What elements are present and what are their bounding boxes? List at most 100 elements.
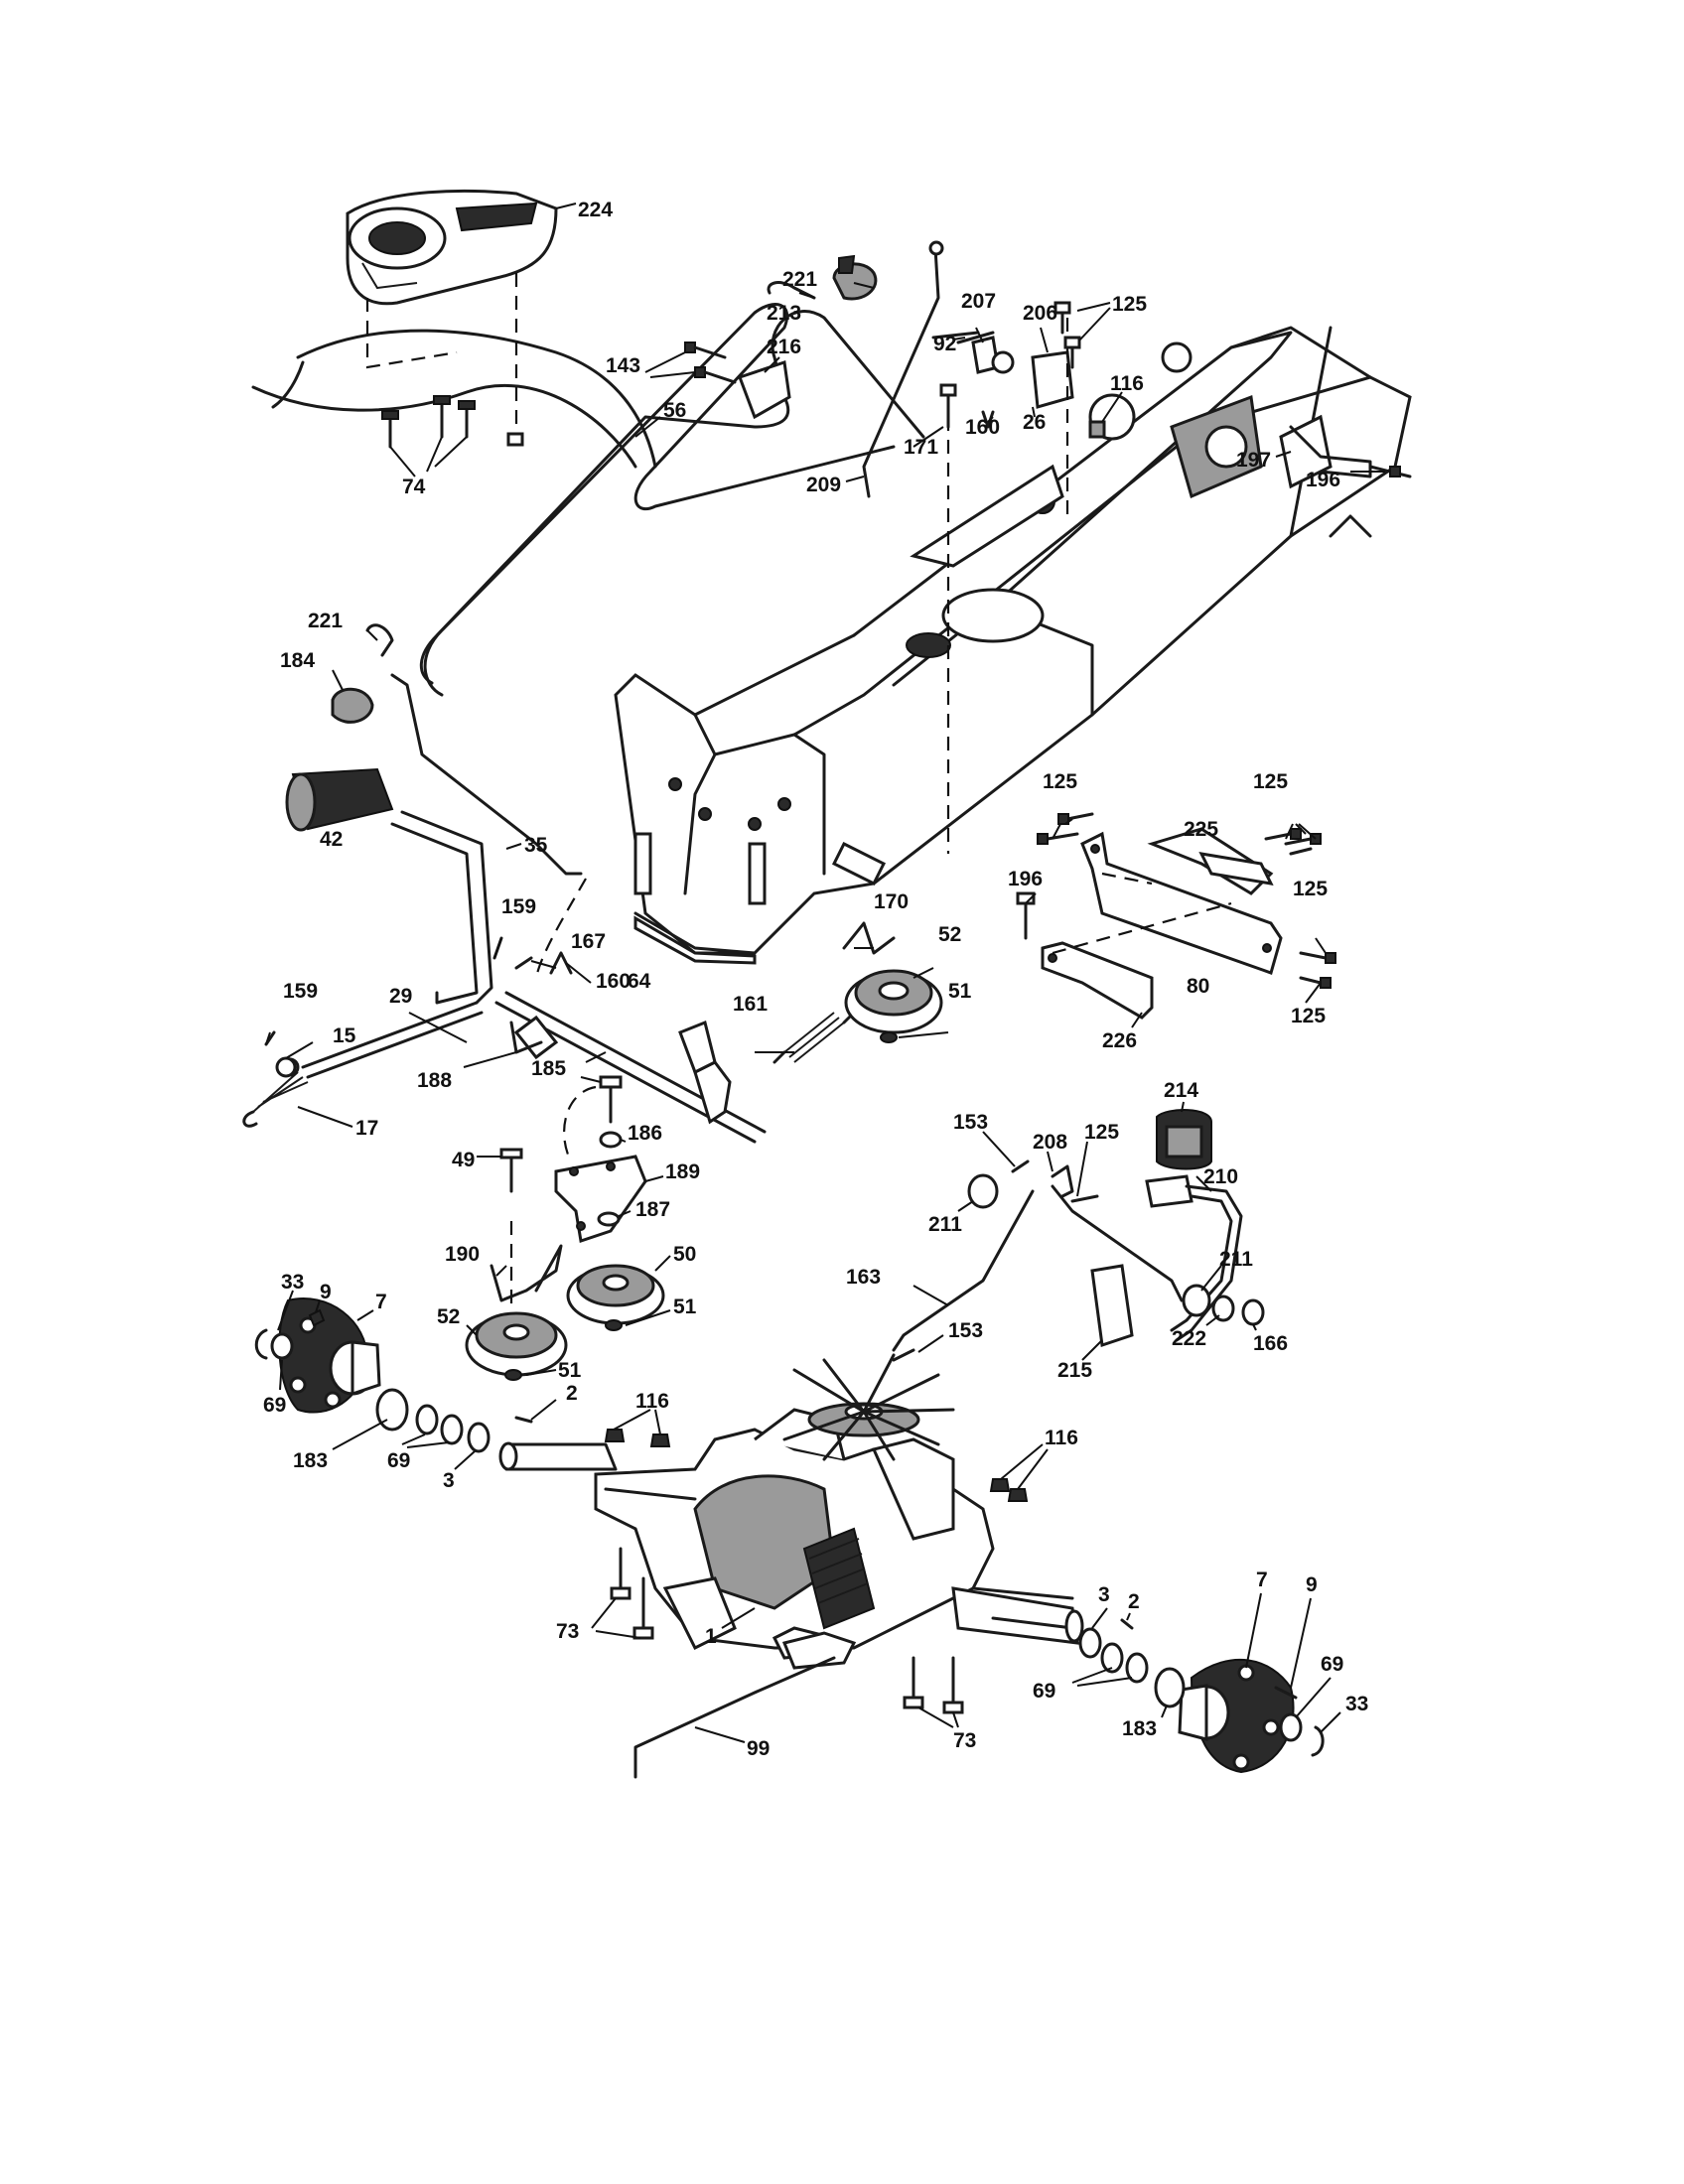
label-211-left: 211 [928,1213,962,1236]
bolt-92 [931,331,980,340]
bushing-186 [599,1131,623,1149]
label-221-top: 221 [782,268,817,291]
label-116-right: 116 [1045,1427,1078,1449]
shaft-64 [494,991,767,1144]
bracket-80 [1080,831,1283,975]
bracket-207 [956,331,1074,429]
label-69-left: 69 [263,1394,286,1417]
washer-3-right [1078,1627,1102,1659]
label-17: 17 [355,1117,378,1140]
label-206: 206 [1023,302,1057,325]
bracket-226 [1041,941,1154,1020]
label-187: 187 [635,1198,670,1221]
label-99: 99 [747,1737,770,1760]
label-64: 64 [628,970,651,993]
clip-221-top [767,281,816,300]
label-160-left: 160 [596,970,631,993]
lever-197 [1289,425,1412,478]
bracket-225 [1147,827,1274,895]
label-9-left: 9 [320,1281,332,1303]
bolt-9-right [1274,1686,1298,1700]
pin-167 [514,956,533,970]
label-2-right: 2 [1128,1590,1140,1613]
pedal-pad-214 [1156,1109,1212,1170]
washer-69-d [1125,1652,1149,1684]
bolt-196-right [1016,891,1036,940]
label-161: 161 [733,993,768,1016]
washer-69-c [1100,1642,1124,1674]
washer-69-left [270,1332,294,1360]
bracket-190 [490,1244,563,1302]
label-211-right: 211 [1219,1248,1253,1271]
label-225: 225 [1184,818,1218,841]
hub-7-right [1178,1658,1295,1774]
label-185: 185 [531,1057,566,1080]
bolt-49 [499,1148,523,1193]
label-167: 167 [571,930,606,953]
dash-line-lever [534,878,587,979]
label-190: 190 [445,1243,480,1266]
rod-35 [390,673,583,876]
label-35: 35 [524,834,548,857]
ring-166 [1241,1298,1265,1326]
label-186: 186 [628,1122,662,1145]
label-73-left: 73 [556,1620,579,1643]
washer-69-right [1279,1712,1303,1742]
label-213: 213 [767,302,801,325]
bolts-125-right [1037,812,1336,989]
tractor-frame [614,326,1412,965]
label-221-left: 221 [308,610,343,632]
label-222: 222 [1172,1327,1206,1350]
dash-console-224 [346,189,558,306]
leader-lines [265,203,1385,1743]
pedal-arm-210 [1145,1174,1243,1342]
label-56: 56 [663,399,686,422]
part-labels: 224 221 213 207 206 125 9 2 116 160 26 20… [263,199,1368,1760]
washer-69-b [440,1414,464,1445]
spring-161 [772,1011,856,1064]
label-3-right: 3 [1098,1583,1110,1606]
clip-33-left [254,1328,268,1360]
label-125-c: 125 [1293,878,1328,900]
label-116-top: 116 [1110,372,1144,395]
label-215: 215 [1057,1359,1092,1382]
label-214: 214 [1164,1079,1198,1102]
washer-222 [1211,1295,1235,1322]
label-170: 170 [874,890,909,913]
bolts-125-top [1053,301,1106,439]
clip-221-left [365,623,394,657]
key-2-right [1120,1618,1134,1630]
label-74: 74 [402,476,426,498]
bolt-125-mid [1070,1194,1099,1203]
dash-line-80 [1052,872,1232,955]
rod-209 [862,240,944,498]
washer-3-left [467,1422,491,1453]
rod-163 [892,1189,1035,1352]
bracket-208 [1051,1164,1074,1198]
pin-153-top [1011,1160,1030,1173]
label-7-left: 7 [375,1291,387,1313]
pin-160-left [549,951,573,975]
label-15: 15 [333,1024,356,1047]
label-69-mid: 69 [387,1449,410,1472]
grip-42 [285,767,394,832]
label-26: 26 [1023,411,1046,434]
label-207: 207 [961,290,996,313]
label-125-b: 125 [1253,770,1288,793]
label-3-left: 3 [443,1469,455,1492]
label-224: 224 [578,199,613,221]
label-29: 29 [389,985,412,1008]
label-216: 216 [767,336,801,358]
bushing-211-left [967,1173,999,1209]
label-50: 50 [673,1243,696,1266]
label-69-right: 69 [1321,1653,1343,1676]
label-189: 189 [665,1160,700,1183]
label-7-right: 7 [1256,1569,1268,1591]
label-9-right: 9 [1306,1573,1318,1596]
label-183-right: 183 [1122,1717,1157,1740]
label-69-bottom: 69 [1033,1680,1055,1703]
label-209: 209 [806,474,841,496]
knob-213 [832,254,878,301]
washer-15 [275,1056,297,1078]
label-73-right: 73 [953,1729,976,1752]
